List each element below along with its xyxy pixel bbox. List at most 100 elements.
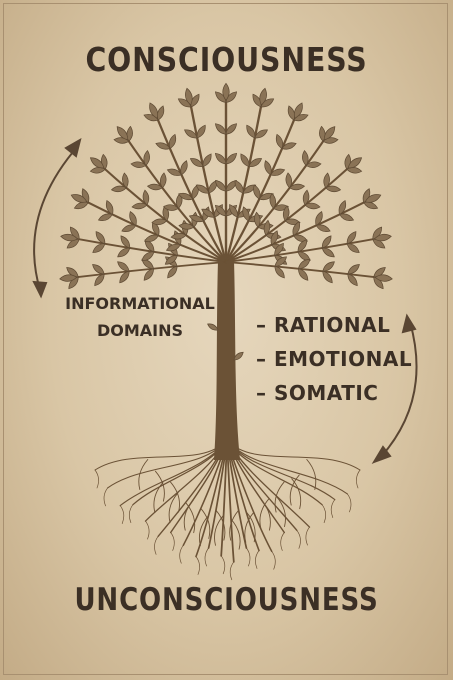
leaf [225, 123, 238, 135]
root [289, 474, 300, 506]
root [356, 469, 361, 489]
domain-somatic: – SOMATIC [256, 381, 379, 405]
leaf [143, 150, 150, 167]
leaf [92, 243, 106, 253]
leaf [322, 261, 335, 272]
leaf [263, 219, 271, 236]
leaf [164, 255, 178, 265]
leaves [59, 82, 393, 361]
root [276, 496, 286, 528]
leaf [160, 172, 167, 189]
leaf [289, 183, 306, 191]
leaf [146, 183, 163, 191]
leaf [339, 213, 355, 221]
root [246, 547, 251, 567]
root [291, 478, 302, 510]
root [347, 493, 352, 513]
root [260, 499, 271, 531]
leaf [346, 243, 360, 253]
leaf [269, 192, 276, 209]
root [214, 514, 224, 546]
leaf [322, 270, 333, 284]
leaf [304, 202, 321, 210]
branch [224, 103, 263, 264]
informational-domains-label: INFORMATIONAL DOMAINS [60, 290, 220, 344]
leaf [225, 180, 238, 192]
leaf [254, 129, 268, 139]
leaf [270, 230, 279, 246]
domain-rational: – RATIONAL [256, 313, 391, 337]
leaf [253, 184, 261, 200]
leaf [254, 211, 261, 228]
root [259, 498, 270, 530]
leaf [222, 82, 230, 101]
branch [224, 138, 326, 264]
root [229, 561, 235, 581]
root [200, 507, 211, 539]
root [154, 536, 159, 555]
leaf [246, 124, 256, 139]
root [185, 502, 196, 534]
leaf [302, 150, 309, 167]
leaf [97, 213, 113, 221]
leaf [229, 204, 239, 218]
leaf [120, 235, 131, 249]
leaf [225, 152, 238, 165]
root [296, 530, 301, 549]
leaf [259, 87, 267, 106]
double-headed-arrow-left [32, 137, 82, 299]
leaf [149, 102, 159, 119]
root [220, 555, 226, 575]
leaf [117, 247, 131, 258]
leaf [184, 129, 198, 139]
branches [75, 99, 377, 279]
leaf [202, 153, 212, 168]
unconsciousness-label: UNCONSCIOUSNESS [74, 582, 379, 618]
leaf [274, 256, 287, 267]
root [145, 520, 150, 540]
leaf [364, 194, 382, 203]
root [330, 499, 336, 518]
leaf [141, 251, 155, 261]
root [229, 509, 240, 541]
leaf [315, 211, 323, 227]
root [244, 511, 255, 543]
leaf [94, 273, 105, 287]
leaf [92, 264, 105, 275]
domains-label-line-2: DOMAINS [96, 321, 184, 340]
root [170, 481, 180, 513]
root [119, 505, 125, 524]
leaf [321, 247, 335, 258]
leaf [297, 258, 311, 270]
leaf [292, 221, 300, 237]
leaf [178, 192, 194, 201]
leaf [323, 172, 330, 189]
leaf [70, 194, 88, 203]
root [198, 515, 209, 547]
leaf [110, 185, 127, 193]
leaf [315, 224, 331, 232]
root [274, 481, 285, 513]
leaf [214, 123, 227, 135]
root [271, 550, 276, 570]
root [179, 544, 184, 564]
branch [102, 167, 228, 264]
leaf [269, 168, 286, 176]
domains-label-line-1: INFORMATIONAL [65, 294, 215, 313]
root [321, 504, 327, 524]
root [305, 526, 310, 546]
leaf [151, 218, 168, 226]
root [204, 547, 209, 567]
leaf [166, 168, 183, 176]
double-headed-arrow-right [371, 313, 418, 464]
root [226, 439, 348, 495]
leaf [214, 152, 227, 165]
leaf [297, 239, 308, 253]
branch [156, 117, 228, 264]
root [195, 556, 200, 575]
root [230, 518, 241, 550]
branch [225, 261, 377, 279]
branch [225, 237, 376, 263]
leaf [346, 231, 357, 245]
